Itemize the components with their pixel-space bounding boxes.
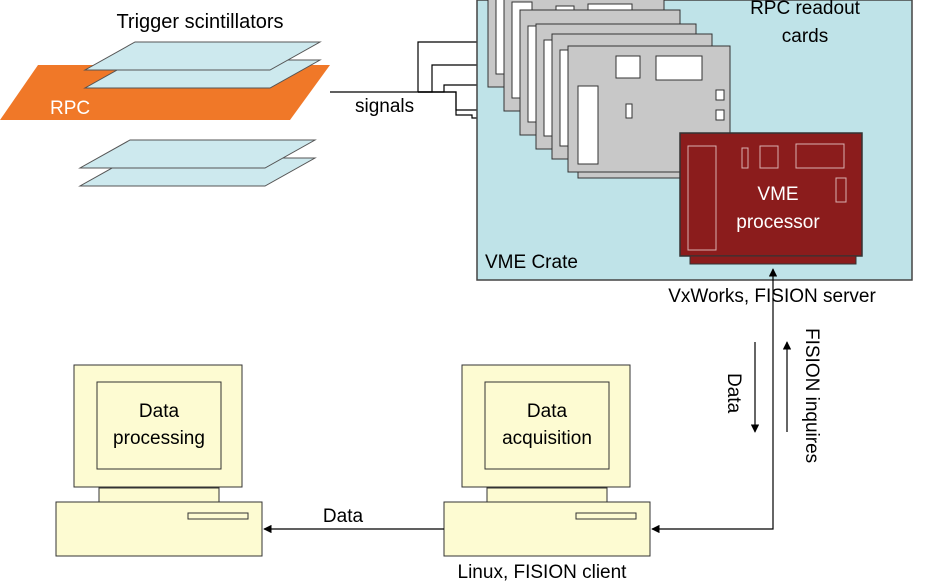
- pc-data-acquisition: Data acquisition: [443, 364, 651, 557]
- vme-processor-label-line1: VME: [757, 184, 798, 205]
- crate-link: [651, 268, 792, 534]
- linux-client-label: Linux, FISION client: [458, 562, 628, 583]
- vxworks-server-label: VxWorks, FISION server: [668, 286, 876, 307]
- trigger-scintillators-label: Trigger scintillators: [116, 11, 283, 33]
- rpc-label: RPC: [50, 98, 90, 119]
- rpc-readout-cards-label-line1: RPC readout: [750, 0, 861, 19]
- data-vertical-label: Data: [723, 373, 744, 414]
- scintillator-top-upper: [83, 41, 322, 71]
- pc-processing-label-line2: processing: [113, 428, 205, 449]
- readout-card-stack: [487, 0, 731, 179]
- vme-processor-label-line2: processor: [736, 212, 820, 233]
- pc-acquisition-label-line1: Data: [527, 401, 568, 422]
- scintillator-bottom-upper: [78, 139, 317, 169]
- data-horizontal-label: Data: [323, 506, 364, 527]
- fision-inquires-label: FISION inquires: [801, 328, 822, 463]
- vme-crate-label: VME Crate: [485, 252, 578, 273]
- rpc-readout-cards-label-line2: cards: [782, 26, 828, 47]
- pc-processing-label-line1: Data: [139, 401, 180, 422]
- pc-acquisition-label-line2: acquisition: [502, 428, 592, 449]
- signals-label: signals: [355, 96, 414, 117]
- pc-data-processing: Data processing: [55, 364, 263, 557]
- detector-stack: Trigger scintillators RPC: [0, 11, 330, 187]
- vme-processor-board: VME processor: [679, 132, 863, 265]
